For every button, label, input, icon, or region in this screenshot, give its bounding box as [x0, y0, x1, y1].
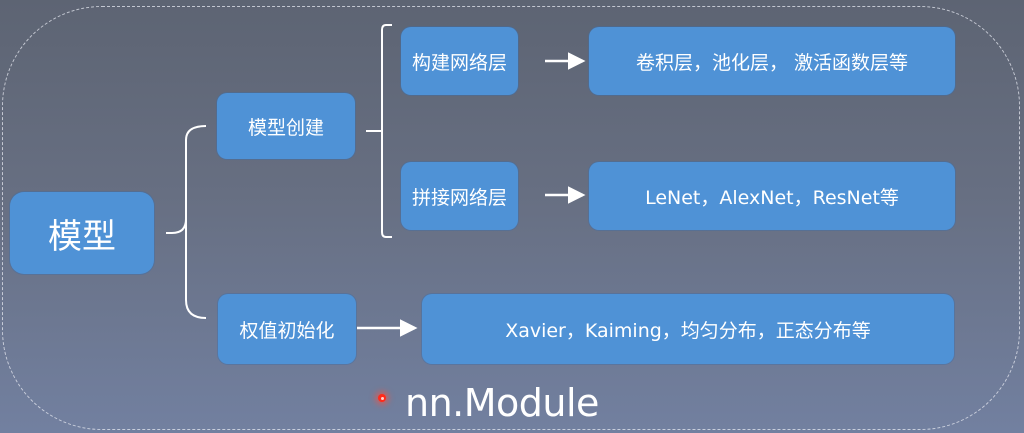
- node-build-layers-label: 构建网络层: [411, 51, 507, 74]
- node-weight-init-label: 权值初始化: [239, 319, 335, 342]
- node-stack-layers-label: 拼接网络层: [411, 186, 507, 209]
- node-stack-layers-result[interactable]: LeNet，AlexNet，ResNet等: [589, 162, 955, 230]
- node-root-label: 模型: [48, 216, 116, 257]
- footer-module-label: nn.Module: [405, 381, 599, 425]
- node-build-layers[interactable]: 构建网络层: [401, 27, 518, 95]
- node-model-creation-label: 模型创建: [247, 116, 324, 139]
- node-weight-init[interactable]: 权值初始化: [218, 294, 356, 364]
- node-stack-layers[interactable]: 拼接网络层: [401, 162, 518, 230]
- node-build-layers-result-label: 卷积层，池化层， 激活函数层等: [635, 51, 909, 74]
- node-root[interactable]: 模型: [10, 192, 154, 274]
- node-build-layers-result[interactable]: 卷积层，池化层， 激活函数层等: [589, 27, 955, 95]
- laser-pointer-dot: [378, 394, 386, 402]
- dashed-frame: [2, 6, 1020, 430]
- node-model-creation[interactable]: 模型创建: [217, 93, 355, 159]
- node-stack-layers-result-label: LeNet，AlexNet，ResNet等: [645, 186, 899, 209]
- node-weight-init-result[interactable]: Xavier，Kaiming，均匀分布，正态分布等: [422, 294, 954, 364]
- node-weight-init-result-label: Xavier，Kaiming，均匀分布，正态分布等: [505, 319, 871, 342]
